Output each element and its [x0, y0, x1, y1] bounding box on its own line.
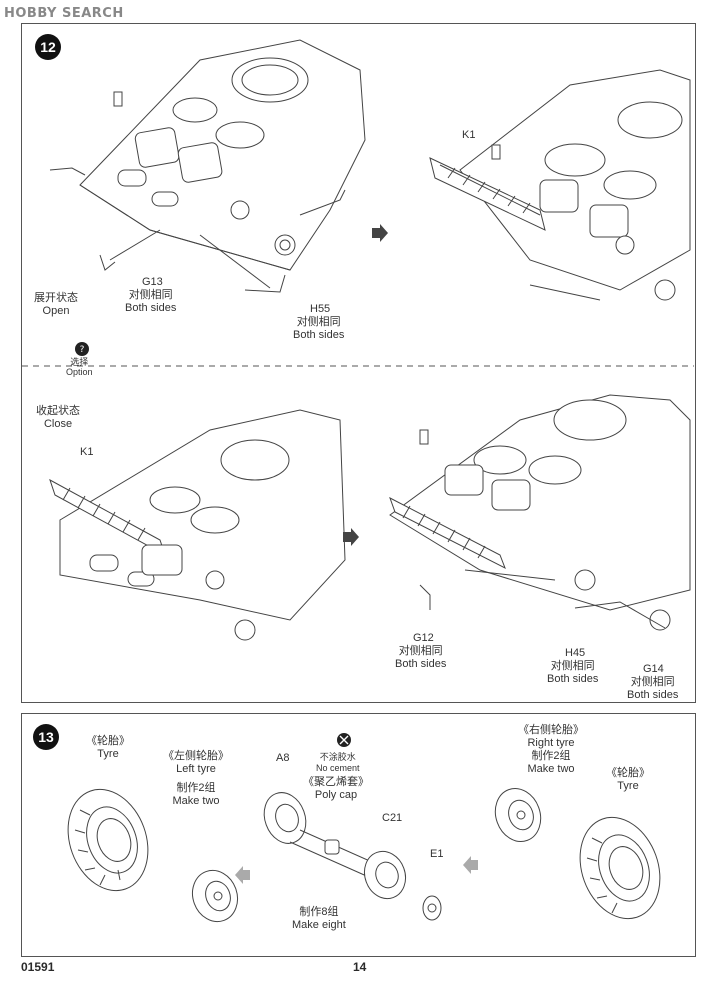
- g13-note: 对侧相同 Both sides: [125, 289, 176, 315]
- h45-note-zh: 对侧相同: [550, 660, 595, 672]
- right-tyre-label: 《右侧轮胎》 Right tyre 制作2组 Make two: [518, 724, 584, 776]
- part-h45: H45: [565, 647, 586, 659]
- open-label-en: Open: [42, 305, 70, 317]
- tyre-right-drawing: [579, 816, 661, 920]
- step-12-frame: [21, 23, 696, 703]
- tyre-right-label: 《轮胎》 Tyre: [606, 767, 650, 793]
- arrow-4: [463, 856, 478, 874]
- make-eight-en: Make eight: [292, 919, 346, 931]
- step-12-badge: 12: [35, 34, 61, 60]
- no-cement-en: No cement: [316, 763, 360, 773]
- left-tyre-label: 《左侧轮胎》 Left tyre 制作2组 Make two: [163, 750, 229, 808]
- step-13-frame: [21, 713, 696, 957]
- close-label-en: Close: [43, 418, 73, 430]
- arrow-1: [372, 224, 388, 242]
- tyre-left-drawing: [67, 788, 149, 892]
- step-12-number: 12: [40, 39, 56, 55]
- wheel-assembly-drawing: [263, 792, 442, 921]
- product-code: 01591: [21, 960, 55, 974]
- close-label-zh: 收起状态: [36, 405, 80, 417]
- step-13-number: 13: [38, 729, 54, 745]
- hub-right-drawing: [494, 788, 542, 842]
- vehicle-bottom-left: [49, 409, 346, 641]
- right-tyre-en: Right tyre: [527, 737, 575, 749]
- g12-note: 对侧相同 Both sides: [395, 645, 446, 671]
- option-label-zh: 选择: [70, 357, 89, 367]
- make-eight-zh: 制作8组: [299, 906, 339, 918]
- h55-note-zh: 对侧相同: [296, 316, 341, 328]
- right-tyre-make-zh: 制作2组: [531, 750, 571, 762]
- arrow-3: [235, 866, 250, 884]
- left-tyre-make-en: Make two: [172, 795, 220, 807]
- option-label-en: Option: [66, 367, 93, 377]
- option-icon: ?: [75, 342, 89, 356]
- svg-text:?: ?: [80, 345, 85, 355]
- no-cement-zh: 不涂胶水: [319, 752, 356, 762]
- tyre-left-zh: 《轮胎》: [86, 735, 130, 747]
- h45-note: 对侧相同 Both sides: [547, 660, 598, 686]
- part-a8: A8: [276, 752, 290, 764]
- no-cement-label: 不涂胶水 No cement: [316, 752, 360, 774]
- tyre-right-zh: 《轮胎》: [606, 767, 650, 779]
- part-g13: G13: [142, 276, 163, 288]
- g14-note: 对侧相同 Both sides: [627, 676, 678, 702]
- part-k1-bottom: K1: [80, 446, 94, 458]
- watermark-logo: HOBBY SEARCH: [4, 6, 124, 21]
- g12-note-en: Both sides: [395, 658, 447, 670]
- left-tyre-make-zh: 制作2组: [176, 782, 216, 794]
- right-tyre-zh: 《右侧轮胎》: [518, 724, 584, 736]
- arrow-2: [343, 528, 359, 546]
- step-13-badge: 13: [33, 724, 59, 750]
- vehicle-top-right: [429, 69, 691, 301]
- vehicle-top-left: [49, 39, 366, 293]
- g13-note-en: Both sides: [125, 302, 177, 314]
- h55-note: 对侧相同 Both sides: [293, 316, 344, 342]
- part-g14: G14: [643, 663, 664, 675]
- part-c21: C21: [382, 812, 403, 824]
- right-tyre-make-en: Make two: [527, 763, 575, 775]
- g13-note-zh: 对侧相同: [128, 289, 173, 301]
- vehicle-bottom-right: [389, 394, 691, 631]
- tyre-right-en: Tyre: [617, 780, 639, 792]
- g12-note-zh: 对侧相同: [398, 645, 443, 657]
- no-cement-icon: [337, 733, 351, 747]
- hub-left-drawing: [191, 869, 239, 923]
- close-label: 收起状态 Close: [36, 405, 80, 431]
- poly-cap-zh: 《聚乙烯套》: [303, 776, 369, 788]
- g14-note-zh: 对侧相同: [630, 676, 675, 688]
- h55-note-en: Both sides: [293, 329, 345, 341]
- open-label-zh: 展开状态: [34, 292, 78, 304]
- page-number: 14: [353, 960, 367, 974]
- part-h55: H55: [310, 303, 331, 315]
- g14-note-en: Both sides: [627, 689, 679, 701]
- option-label: 选择 Option: [66, 357, 93, 377]
- left-tyre-zh: 《左侧轮胎》: [163, 750, 229, 762]
- part-g12: G12: [413, 632, 434, 644]
- watermark-text: HOBBY SEARCH: [4, 6, 124, 21]
- part-e1: E1: [430, 848, 444, 860]
- tyre-left-label: 《轮胎》 Tyre: [86, 735, 130, 761]
- tyre-left-en: Tyre: [97, 748, 119, 760]
- open-label: 展开状态 Open: [34, 292, 78, 318]
- poly-cap-en: Poly cap: [314, 789, 358, 801]
- h45-note-en: Both sides: [547, 673, 599, 685]
- make-eight-label: 制作8组 Make eight: [292, 906, 346, 932]
- left-tyre-en: Left tyre: [176, 763, 216, 775]
- poly-cap-label: 《聚乙烯套》 Poly cap: [303, 776, 369, 802]
- part-k1-top: K1: [462, 129, 476, 141]
